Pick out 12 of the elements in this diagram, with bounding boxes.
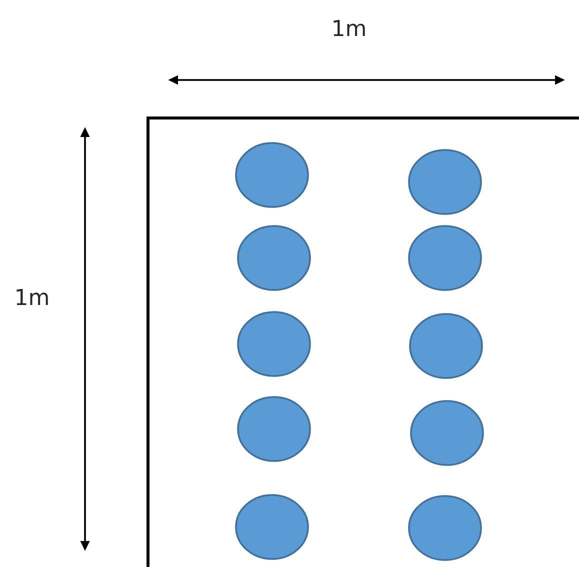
circle bbox=[410, 400, 484, 466]
circle bbox=[408, 149, 482, 215]
circle bbox=[235, 142, 309, 208]
dimension-label: 1m bbox=[334, 20, 365, 36]
circle bbox=[408, 495, 482, 561]
circle bbox=[237, 311, 311, 377]
circle bbox=[409, 313, 483, 379]
circle bbox=[237, 396, 311, 462]
circle bbox=[408, 225, 482, 291]
circle bbox=[235, 494, 309, 560]
dimension-label: 1m bbox=[16, 288, 48, 306]
circle bbox=[237, 225, 311, 291]
